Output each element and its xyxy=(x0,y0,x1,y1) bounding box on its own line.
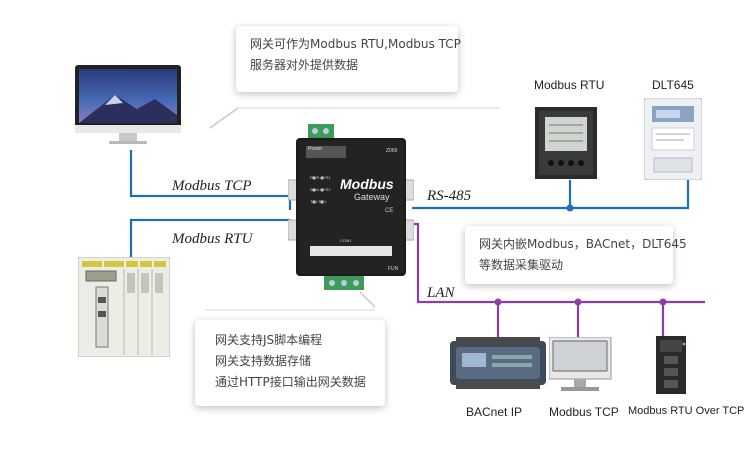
modbus-rtu-label: Modbus RTU xyxy=(534,78,605,92)
monitor-icon xyxy=(75,65,187,147)
gateway-power-label: Power xyxy=(308,146,323,152)
label-rs485: RS-485 xyxy=(427,188,472,204)
bacnet-ip-label: BACnet IP xyxy=(466,405,523,419)
led-label: WAN xyxy=(310,187,320,192)
led-label: TX1 xyxy=(310,199,318,204)
gateway-ce: CE xyxy=(385,208,394,214)
gateway-led-labels: PWR SYS1 WAN SYS2 TX1 RX1 xyxy=(310,172,340,208)
callout-bottom-line3: 通过HTTP接口输出网关数据 xyxy=(215,375,366,389)
gateway-brand: Modbus xyxy=(340,176,394,192)
lan-bus xyxy=(412,222,705,304)
gateway-com-label: COM1 xyxy=(340,238,352,243)
modbus-rtu-link xyxy=(129,218,290,258)
rs485-bus xyxy=(412,180,690,210)
gateway-subtitle: Gateway xyxy=(354,192,390,202)
callout-top-line1: 网关可作为Modbus RTU,Modbus TCP xyxy=(250,37,461,51)
gateway-model-label: Z060 xyxy=(386,148,398,154)
led-label: PWR xyxy=(310,175,320,180)
gateway-fun-label: FUN xyxy=(388,266,399,272)
energy-meter-icon xyxy=(644,98,702,180)
callout-right-line2: 等数据采集驱动 xyxy=(479,258,564,272)
callout-bottom-line1: 网关支持JS脚本编程 xyxy=(215,333,323,347)
label-modbus-tcp: Modbus TCP xyxy=(172,178,252,194)
plc-icon xyxy=(78,257,170,357)
rtu-over-tcp-label: Modbus RTU Over TCP xyxy=(628,405,745,417)
led-label: SYS1 xyxy=(320,175,331,180)
desktop-monitor-icon xyxy=(549,337,613,395)
rtu-over-tcp-device-icon xyxy=(654,336,690,394)
dlt645-label: DLT645 xyxy=(652,78,694,92)
led-label: RX1 xyxy=(318,199,327,204)
modbus-tcp-device-label: Modbus TCP xyxy=(549,405,619,419)
callout-bottom: 网关支持JS脚本编程 网关支持数据存储 通过HTTP接口输出网关数据 xyxy=(195,320,385,406)
callout-right: 网关内嵌Modbus，BACnet，DLT645 等数据采集驱动 xyxy=(465,226,687,284)
callout-top: 网关可作为Modbus RTU,Modbus TCP 服务器对外提供数据 xyxy=(236,26,461,92)
label-modbus-rtu: Modbus RTU xyxy=(172,231,253,247)
gateway-device: Power Z060 PWR SYS1 WAN SYS2 TX1 RX1 Mod… xyxy=(288,120,414,292)
label-lan: LAN xyxy=(427,285,455,301)
callout-right-line1: 网关内嵌Modbus，BACnet，DLT645 xyxy=(479,237,687,251)
callout-top-pointer xyxy=(209,107,239,129)
power-meter-icon xyxy=(535,107,597,179)
led-label: SYS2 xyxy=(320,187,331,192)
callout-top-line2: 服务器对外提供数据 xyxy=(250,58,359,72)
modbus-tcp-link xyxy=(129,150,292,210)
callout-bottom-line2: 网关支持数据存储 xyxy=(215,354,312,368)
callout-bottom-pointer xyxy=(359,291,376,308)
bacnet-controller-icon xyxy=(450,335,546,391)
